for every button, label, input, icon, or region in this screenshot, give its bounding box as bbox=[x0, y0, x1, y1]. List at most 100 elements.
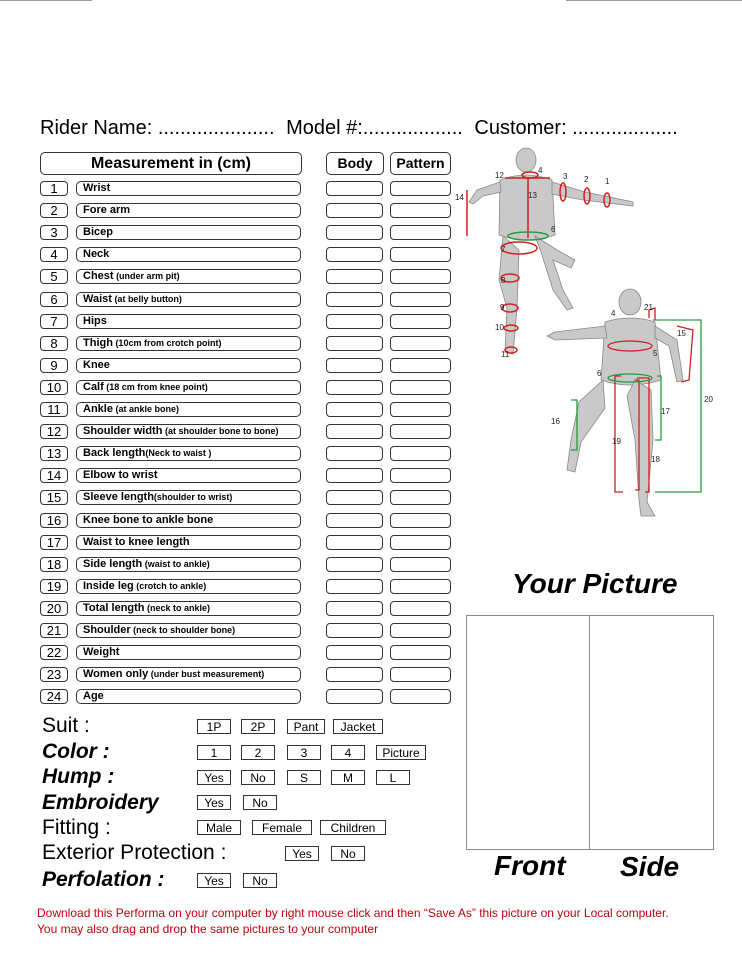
perforation-option[interactable]: Yes bbox=[197, 873, 231, 888]
body-value-cell[interactable] bbox=[326, 336, 383, 351]
suit-option[interactable]: 2P bbox=[241, 719, 275, 734]
body-value-cell[interactable] bbox=[326, 667, 383, 682]
pattern-value-cell[interactable] bbox=[390, 623, 451, 638]
pattern-value-cell[interactable] bbox=[390, 292, 451, 307]
pattern-value-cell[interactable] bbox=[390, 380, 451, 395]
body-value-cell[interactable] bbox=[326, 424, 383, 439]
rider-name-field[interactable]: Rider Name: ..................... bbox=[40, 117, 275, 139]
hump-option[interactable]: M bbox=[331, 770, 365, 785]
fitting-option[interactable]: Male bbox=[197, 820, 241, 835]
picture-frame[interactable] bbox=[466, 615, 714, 850]
row-label-main: Ankle bbox=[83, 403, 113, 415]
body-value-cell[interactable] bbox=[326, 490, 383, 505]
hump-option[interactable]: Yes bbox=[197, 770, 231, 785]
body-value-cell[interactable] bbox=[326, 689, 383, 704]
pattern-value-cell[interactable] bbox=[390, 579, 451, 594]
body-value-cell[interactable] bbox=[326, 579, 383, 594]
body-value-cell[interactable] bbox=[326, 203, 383, 218]
pattern-value-cell[interactable] bbox=[390, 513, 451, 528]
body-value-cell[interactable] bbox=[326, 623, 383, 638]
body-value-cell[interactable] bbox=[326, 468, 383, 483]
pattern-value-cell[interactable] bbox=[390, 645, 451, 660]
pattern-value-cell[interactable] bbox=[390, 446, 451, 461]
exterior-option[interactable]: Yes bbox=[285, 846, 319, 861]
row-label-main: Women only bbox=[83, 668, 149, 680]
pattern-value-cell[interactable] bbox=[390, 535, 451, 550]
row-label-note: (under bust measurement) bbox=[148, 669, 265, 679]
fitting-option[interactable]: Children bbox=[320, 820, 386, 835]
back-figure bbox=[468, 147, 634, 355]
row-label: Hips bbox=[76, 314, 301, 329]
body-value-cell[interactable] bbox=[326, 535, 383, 550]
label-8-back: 8 bbox=[501, 276, 506, 285]
body-value-cell[interactable] bbox=[326, 513, 383, 528]
color-option[interactable]: 2 bbox=[241, 745, 275, 760]
pattern-value-cell[interactable] bbox=[390, 358, 451, 373]
hump-label: Hump : bbox=[42, 765, 115, 788]
suit-option[interactable]: 1P bbox=[197, 719, 231, 734]
pattern-value-cell[interactable] bbox=[390, 667, 451, 682]
row-label-main: Elbow to wrist bbox=[83, 469, 158, 481]
row-label: Weight bbox=[76, 645, 301, 660]
fitting-option[interactable]: Female bbox=[252, 820, 312, 835]
body-value-cell[interactable] bbox=[326, 181, 383, 196]
hump-option[interactable]: No bbox=[241, 770, 275, 785]
row-label-note: (18 cm from knee point) bbox=[103, 382, 208, 392]
hump-option[interactable]: S bbox=[287, 770, 321, 785]
customer-field[interactable]: Customer: ................... bbox=[474, 117, 678, 139]
body-value-cell[interactable] bbox=[326, 225, 383, 240]
pattern-value-cell[interactable] bbox=[390, 314, 451, 329]
row-label-main: Bicep bbox=[83, 226, 113, 238]
body-value-cell[interactable] bbox=[326, 380, 383, 395]
pattern-value-cell[interactable] bbox=[390, 424, 451, 439]
body-value-cell[interactable] bbox=[326, 446, 383, 461]
download-note: Download this Performa on your computer … bbox=[37, 906, 669, 920]
model-field[interactable]: Model #:.................. bbox=[286, 117, 463, 139]
body-value-cell[interactable] bbox=[326, 557, 383, 572]
label-5-front: 5 bbox=[653, 349, 658, 358]
hump-option[interactable]: L bbox=[376, 770, 410, 785]
pattern-value-cell[interactable] bbox=[390, 247, 451, 262]
pattern-value-cell[interactable] bbox=[390, 402, 451, 417]
row-label: Back length(Neck to waist ) bbox=[76, 446, 301, 461]
row-number: 11 bbox=[40, 402, 68, 417]
embroidery-option[interactable]: No bbox=[243, 795, 277, 810]
suit-option[interactable]: Pant bbox=[287, 719, 325, 734]
body-value-cell[interactable] bbox=[326, 402, 383, 417]
body-value-cell[interactable] bbox=[326, 314, 383, 329]
row-number: 3 bbox=[40, 225, 68, 240]
pattern-value-cell[interactable] bbox=[390, 336, 451, 351]
body-value-cell[interactable] bbox=[326, 601, 383, 616]
pattern-value-cell[interactable] bbox=[390, 490, 451, 505]
pattern-value-cell[interactable] bbox=[390, 203, 451, 218]
pattern-value-cell[interactable] bbox=[390, 468, 451, 483]
body-value-cell[interactable] bbox=[326, 292, 383, 307]
pattern-value-cell[interactable] bbox=[390, 225, 451, 240]
color-option[interactable]: 1 bbox=[197, 745, 231, 760]
label-6-front: 6 bbox=[597, 369, 602, 378]
suit-label: Suit : bbox=[42, 714, 90, 737]
color-option[interactable]: 4 bbox=[331, 745, 365, 760]
row-label-main: Fore arm bbox=[83, 204, 131, 216]
color-option[interactable]: Picture bbox=[376, 745, 426, 760]
body-value-cell[interactable] bbox=[326, 358, 383, 373]
row-number: 10 bbox=[40, 380, 68, 395]
row-number: 24 bbox=[40, 689, 68, 704]
perforation-label: Perfolation : bbox=[42, 868, 165, 891]
color-option[interactable]: 3 bbox=[287, 745, 321, 760]
pattern-value-cell[interactable] bbox=[390, 689, 451, 704]
suit-option[interactable]: Jacket bbox=[333, 719, 383, 734]
perforation-option[interactable]: No bbox=[243, 873, 277, 888]
row-number: 5 bbox=[40, 269, 68, 284]
pattern-value-cell[interactable] bbox=[390, 269, 451, 284]
embroidery-option[interactable]: Yes bbox=[197, 795, 231, 810]
label-2-back: 2 bbox=[584, 175, 589, 184]
pattern-value-cell[interactable] bbox=[390, 601, 451, 616]
body-value-cell[interactable] bbox=[326, 247, 383, 262]
row-label: Knee bone to ankle bone bbox=[76, 513, 301, 528]
body-value-cell[interactable] bbox=[326, 645, 383, 660]
body-value-cell[interactable] bbox=[326, 269, 383, 284]
pattern-value-cell[interactable] bbox=[390, 181, 451, 196]
exterior-option[interactable]: No bbox=[331, 846, 365, 861]
pattern-value-cell[interactable] bbox=[390, 557, 451, 572]
